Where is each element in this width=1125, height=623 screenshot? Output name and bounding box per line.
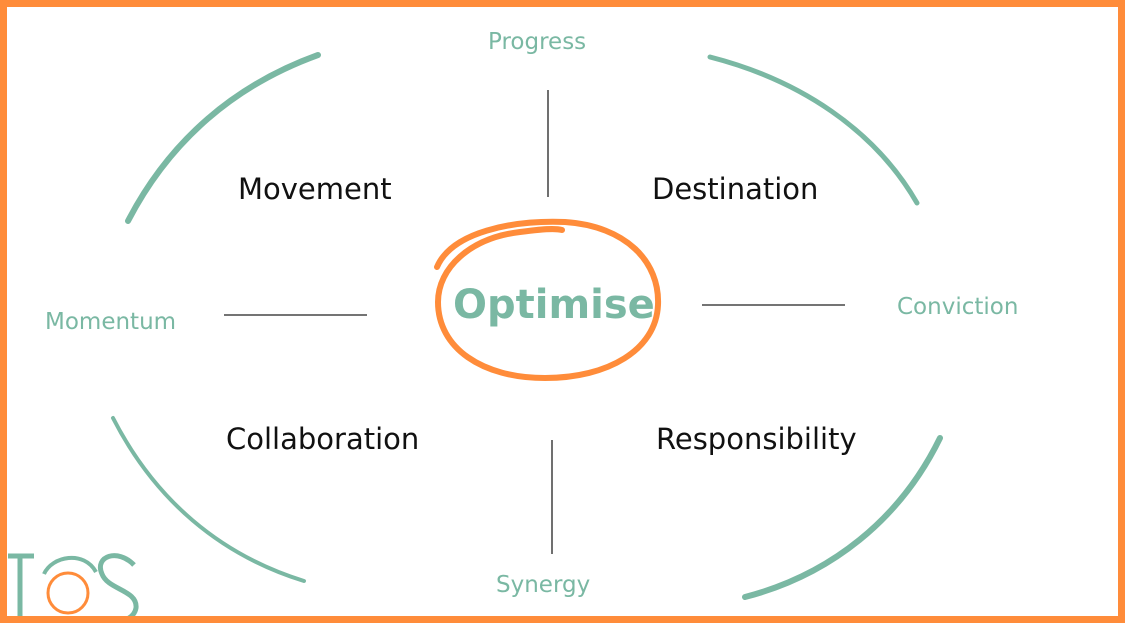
arc-top-left [125,52,321,224]
label-responsibility: Responsibility [656,422,857,456]
arc-bottom-left [111,416,306,583]
center-circle [434,218,662,381]
label-momentum: Momentum [45,309,177,335]
ios-logo-icon [8,553,139,616]
arc-bottom-right [742,435,943,600]
label-synergy: Synergy [496,572,591,598]
center-label-optimise: Optimise [453,282,655,328]
label-conviction: Conviction [897,294,1019,320]
label-progress: Progress [488,29,587,55]
label-movement: Movement [238,172,392,206]
label-destination: Destination [652,172,819,206]
arc-top-right [707,54,920,206]
label-collaboration: Collaboration [226,422,420,456]
